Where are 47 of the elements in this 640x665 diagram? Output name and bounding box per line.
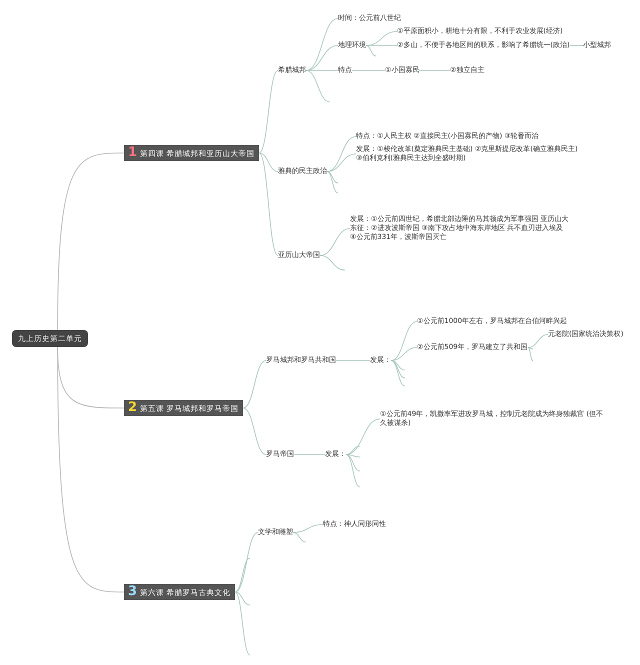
branch-line — [570, 45, 584, 46]
branch-line — [234, 532, 258, 592]
branch-line — [352, 70, 386, 71]
branch-line — [258, 152, 278, 172]
empty-branch-line — [390, 360, 406, 386]
lesson-box — [124, 400, 244, 416]
branch-line — [57, 152, 124, 330]
branch-line — [258, 70, 278, 154]
empty-branch-line — [528, 347, 534, 350]
lesson-number: 2 — [128, 402, 138, 414]
empty-branch-line — [366, 45, 376, 56]
branch-line — [326, 136, 356, 172]
empty-branch-line — [390, 360, 406, 378]
empty-branch-line — [528, 347, 534, 362]
empty-branch-line — [346, 454, 360, 472]
branch-line — [418, 70, 450, 71]
branch-line — [57, 346, 124, 592]
empty-branch-line — [346, 454, 360, 488]
branch-line — [320, 228, 350, 256]
empty-branch-line — [390, 360, 406, 370]
branch-line — [336, 360, 370, 361]
branch-line — [292, 524, 324, 533]
branch-line — [294, 454, 326, 455]
branch-line — [390, 347, 418, 361]
empty-branch-line — [292, 532, 306, 542]
empty-branch-line — [320, 255, 346, 270]
empty-branch-line — [234, 592, 250, 656]
lesson-box — [124, 145, 260, 161]
branch-line — [242, 360, 266, 408]
branch-line — [528, 334, 548, 348]
empty-branch-line — [326, 171, 338, 184]
empty-branch-line — [306, 70, 330, 102]
branch-line — [390, 321, 418, 361]
lesson-number: 1 — [128, 147, 138, 159]
empty-branch-line — [234, 592, 250, 606]
branch-line — [306, 18, 338, 71]
branch-line — [242, 408, 266, 455]
lesson-box — [124, 584, 236, 600]
branch-line — [258, 152, 278, 256]
branch-line — [366, 45, 398, 46]
branch-line — [306, 70, 338, 71]
empty-branch-line — [346, 454, 360, 458]
lesson-number: 3 — [128, 586, 138, 598]
empty-branch-line — [346, 446, 360, 455]
empty-branch-line — [326, 171, 338, 194]
empty-branch-line — [234, 558, 250, 592]
branch-line — [326, 154, 356, 172]
